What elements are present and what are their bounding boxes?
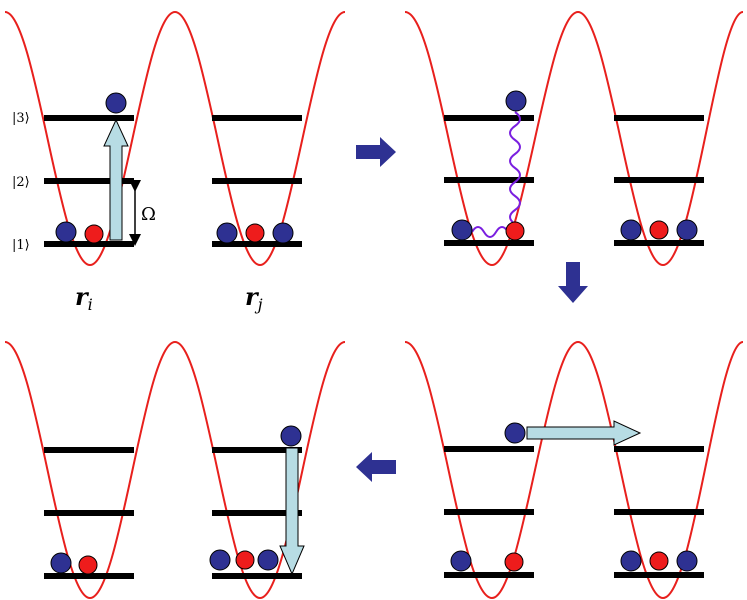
process-arrow-right bbox=[356, 137, 396, 167]
potential-curve bbox=[4, 10, 346, 267]
level-2-right bbox=[614, 509, 704, 515]
process-arrow-down bbox=[558, 262, 588, 303]
atom-blue bbox=[50, 552, 72, 574]
tunneling-arrow bbox=[526, 420, 642, 446]
level-2-left bbox=[44, 178, 134, 184]
level-3-left bbox=[444, 446, 534, 452]
excited-atom bbox=[105, 92, 127, 114]
atom-blue bbox=[676, 550, 698, 572]
state-label-1: |1⟩ bbox=[12, 238, 30, 253]
tunneling-atom bbox=[504, 422, 526, 444]
panel-bottom-right bbox=[404, 340, 744, 600]
level-2-left bbox=[444, 509, 534, 515]
atom-red bbox=[245, 223, 265, 243]
photon-emission-horizontal bbox=[471, 226, 509, 238]
panel-top-right bbox=[404, 10, 744, 267]
excitation-arrow bbox=[103, 118, 129, 241]
level-3-right bbox=[212, 115, 302, 121]
level-1-right bbox=[614, 240, 704, 246]
atom-blue bbox=[620, 550, 642, 572]
relaxing-atom bbox=[280, 425, 302, 447]
level-1-left bbox=[44, 573, 134, 579]
site-label-i: ri bbox=[75, 282, 93, 314]
level-2-left bbox=[44, 510, 134, 516]
atom-red bbox=[235, 550, 255, 570]
potential-curve bbox=[404, 340, 744, 600]
level-2-right bbox=[614, 177, 704, 183]
level-3-left bbox=[44, 115, 134, 121]
level-3-right bbox=[212, 447, 302, 453]
level-3-left bbox=[44, 447, 134, 453]
atom-blue bbox=[676, 219, 698, 241]
atom-red bbox=[84, 224, 104, 244]
level-2-right bbox=[212, 510, 302, 516]
atom-red bbox=[505, 221, 525, 241]
site-label-j: rj bbox=[245, 282, 263, 314]
state-label-3: |3⟩ bbox=[12, 111, 30, 126]
atom-blue bbox=[209, 549, 231, 571]
state-label-2: |2⟩ bbox=[12, 175, 30, 190]
atom-blue bbox=[450, 550, 472, 572]
level-1-right bbox=[212, 241, 302, 247]
atom-blue bbox=[216, 222, 238, 244]
atom-red bbox=[504, 552, 524, 572]
photon-emission bbox=[509, 111, 521, 225]
atom-blue bbox=[451, 219, 473, 241]
level-2-right bbox=[212, 178, 302, 184]
relaxation-arrow bbox=[279, 447, 305, 576]
atom-blue bbox=[272, 222, 294, 244]
atom-red bbox=[649, 220, 669, 240]
panel-bottom-left bbox=[4, 340, 346, 600]
atom-red bbox=[649, 551, 669, 571]
level-3-right bbox=[614, 115, 704, 121]
potential-curve bbox=[404, 10, 744, 267]
level-1-right bbox=[212, 573, 302, 579]
level-1-left bbox=[444, 572, 534, 578]
atom-red bbox=[78, 555, 98, 575]
process-arrow-left bbox=[356, 452, 396, 482]
atom-blue bbox=[620, 219, 642, 241]
panel-top-left: |3⟩ |2⟩ |1⟩ Ω ri rj bbox=[4, 10, 346, 314]
atom-blue bbox=[55, 221, 77, 243]
level-1-right bbox=[614, 572, 704, 578]
level-3-left bbox=[444, 115, 534, 121]
emitting-atom bbox=[505, 90, 527, 112]
level-2-left bbox=[444, 177, 534, 183]
atom-blue bbox=[257, 549, 279, 571]
level-1-left bbox=[44, 241, 134, 247]
level-3-right bbox=[614, 446, 704, 452]
level-1-left bbox=[444, 240, 534, 246]
rabi-label: Ω bbox=[141, 204, 156, 225]
